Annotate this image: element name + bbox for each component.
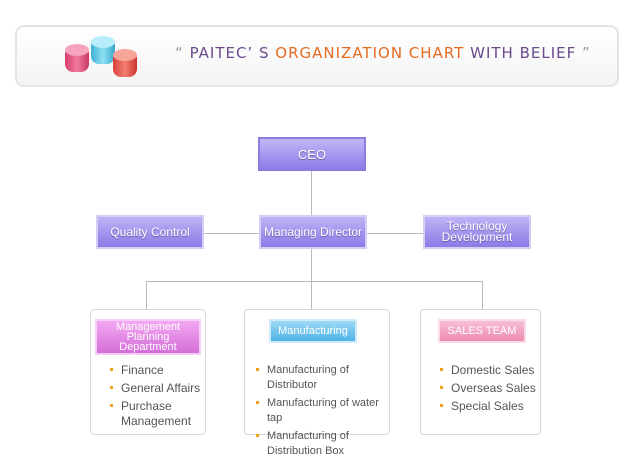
connector-qc-md: [203, 233, 260, 234]
bullet-icon: [256, 401, 259, 404]
page-title: “ PAITEC’ S ORGANIZATION CHART WITH BELI…: [175, 44, 591, 62]
connector-left-drop: [146, 281, 147, 310]
department-panel-sales: SALES TEAM Domestic Sales Overseas Sales…: [420, 309, 541, 435]
list-item: General Affairs: [109, 381, 205, 396]
quality-control-label: Quality Control: [110, 224, 190, 239]
department-name: SALES TEAM: [447, 325, 517, 337]
bullet-icon: [440, 386, 443, 389]
list-item: Purchase Management: [109, 399, 205, 429]
ceo-label: CEO: [297, 146, 327, 162]
bullet-icon: [110, 404, 113, 407]
department-name: Management Planning Department: [115, 321, 181, 353]
open-quote: “: [175, 44, 184, 62]
title-rest: WITH BELIEF: [470, 44, 577, 62]
department-tag-sales: SALES TEAM: [438, 319, 526, 343]
bullet-icon: [110, 368, 113, 371]
managing-director-label: Managing Director: [263, 224, 363, 239]
technology-development-label: Technology Development: [441, 219, 513, 244]
bullet-icon: [440, 404, 443, 407]
department-list: Finance General Affairs Purchase Managem…: [109, 363, 205, 432]
title-highlight: ORGANIZATION CHART: [275, 44, 465, 62]
list-item: Manufacturing of Distribution Box: [255, 429, 389, 459]
connector-horizontal: [146, 281, 483, 282]
department-name: Manufacturing: [278, 325, 348, 337]
department-tag-manufacturing: Manufacturing: [269, 319, 357, 343]
list-item: Special Sales: [439, 399, 539, 414]
technology-development-box: Technology Development: [423, 215, 531, 249]
department-panel-manufacturing: Manufacturing Manufacturing of Distribut…: [244, 309, 390, 457]
ceo-box: CEO: [258, 137, 366, 171]
close-quote: ”: [582, 44, 591, 62]
department-list: Manufacturing of Distributor Manufacturi…: [255, 363, 389, 462]
department-list: Domestic Sales Overseas Sales Special Sa…: [439, 363, 539, 417]
department-tag-management: Management Planning Department: [95, 319, 201, 355]
list-item: Finance: [109, 363, 205, 378]
list-item: Manufacturing of water tap: [255, 396, 389, 426]
connector-ceo-md: [311, 170, 312, 216]
department-panel-management: Management Planning Department Finance G…: [90, 309, 206, 435]
list-item: Domestic Sales: [439, 363, 539, 378]
list-item: Overseas Sales: [439, 381, 539, 396]
connector-mid-drop: [311, 281, 312, 310]
bullet-icon: [110, 386, 113, 389]
managing-director-box: Managing Director: [259, 215, 367, 249]
connector-right-drop: [482, 281, 483, 310]
connector-md-tech: [366, 233, 424, 234]
title-banner: “ PAITEC’ S ORGANIZATION CHART WITH BELI…: [15, 25, 619, 87]
list-item: Manufacturing of Distributor: [255, 363, 389, 393]
quality-control-box: Quality Control: [96, 215, 204, 249]
bullet-icon: [256, 368, 259, 371]
bullet-icon: [256, 434, 259, 437]
connector-md-down: [311, 248, 312, 281]
company-name: PAITEC’ S: [189, 44, 270, 62]
bullet-icon: [440, 368, 443, 371]
